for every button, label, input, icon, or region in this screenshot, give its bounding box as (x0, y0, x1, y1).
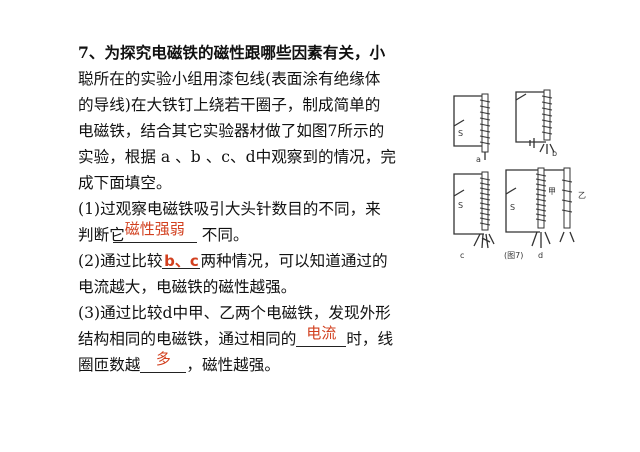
question-line-1: 7、为探究电磁铁的磁性跟哪些因素有关，小 (78, 43, 386, 62)
question-line-3: 的导线)在大铁钉上绕若干圈子，制成简单的 (78, 96, 381, 114)
q1-line-2: 判断它磁性强弱 不同。 (78, 220, 450, 248)
q3-answer2-blank: 多 (140, 350, 187, 373)
q3-answer1: 电流 (306, 324, 337, 342)
circuit-b: b (515, 89, 557, 158)
figure-caption: (图7) (504, 251, 523, 260)
q3-answer1-blank: 电流 (296, 324, 347, 347)
q1-suffix: 不同。 (201, 226, 249, 244)
label-a: a (476, 155, 481, 164)
label-d: d (538, 251, 543, 260)
circuit-c: S c (453, 171, 495, 260)
question-line-2: 聪所在的实验小组用漆包线(表面涂有绝缘体 (78, 70, 381, 88)
q2-answer-blank: b、c (162, 248, 201, 270)
label-b: b (552, 149, 557, 158)
q3-line2-suffix: 时，线 (346, 330, 394, 348)
q2-suffix: 两种情况，可以知道通过的 (200, 252, 388, 270)
q3-line-3: 圈匝数越多 ，磁性越强。 (78, 350, 450, 378)
q1-prefix: 判断它 (78, 226, 125, 244)
question-line-5: 实验，根据 a 、b 、c、d中观察到的情况，完 (78, 148, 396, 166)
circuit-a: S a (453, 93, 491, 164)
circuit-figure: S a b S c (446, 86, 602, 266)
question-text: 7、为探究电磁铁的磁性跟哪些因素有关，小 聪所在的实验小组用漆包线(表面涂有绝缘… (78, 40, 450, 378)
q3-line-1: (3)通过比较d中甲、乙两个电磁铁，发现外形 (78, 304, 391, 322)
switch-label-d: S (510, 203, 515, 212)
q2-answer: b、c (164, 252, 199, 270)
question-line-6: 成下面填空。 (78, 174, 172, 192)
circuit-d: S 甲 乙 (图7) d (504, 167, 586, 260)
q1-answer-blank: 磁性强弱 (112, 220, 197, 243)
circuit-diagram: S a b S c (453, 89, 586, 260)
label-yi: 乙 (578, 191, 586, 200)
q1-answer: 磁性强弱 (124, 220, 185, 238)
q3-line-2: 结构相同的电磁铁，通过相同的电流时，线 (78, 324, 450, 352)
q2-prefix: (2)通过比较 (78, 252, 163, 270)
q3-line3-suffix: ，磁性越强。 (186, 356, 280, 374)
label-c: c (460, 251, 464, 260)
label-jia: 甲 (548, 187, 556, 196)
switch-label-c: S (458, 201, 463, 210)
switch-label-a: S (458, 129, 463, 138)
q3-line2-prefix: 结构相同的电磁铁，通过相同的 (78, 330, 297, 348)
question-line-4: 电磁铁，结合其它实验器材做了如图7所示的 (78, 122, 385, 140)
q3-line3-prefix: 圈匝数越 (78, 356, 141, 374)
q2-line-2: 电流越大，电磁铁的磁性越强。 (78, 278, 297, 296)
q1-line-1: (1)过观察电磁铁吸引大头针数目的不同，来 (78, 200, 381, 218)
q3-answer2: 多 (155, 350, 171, 368)
